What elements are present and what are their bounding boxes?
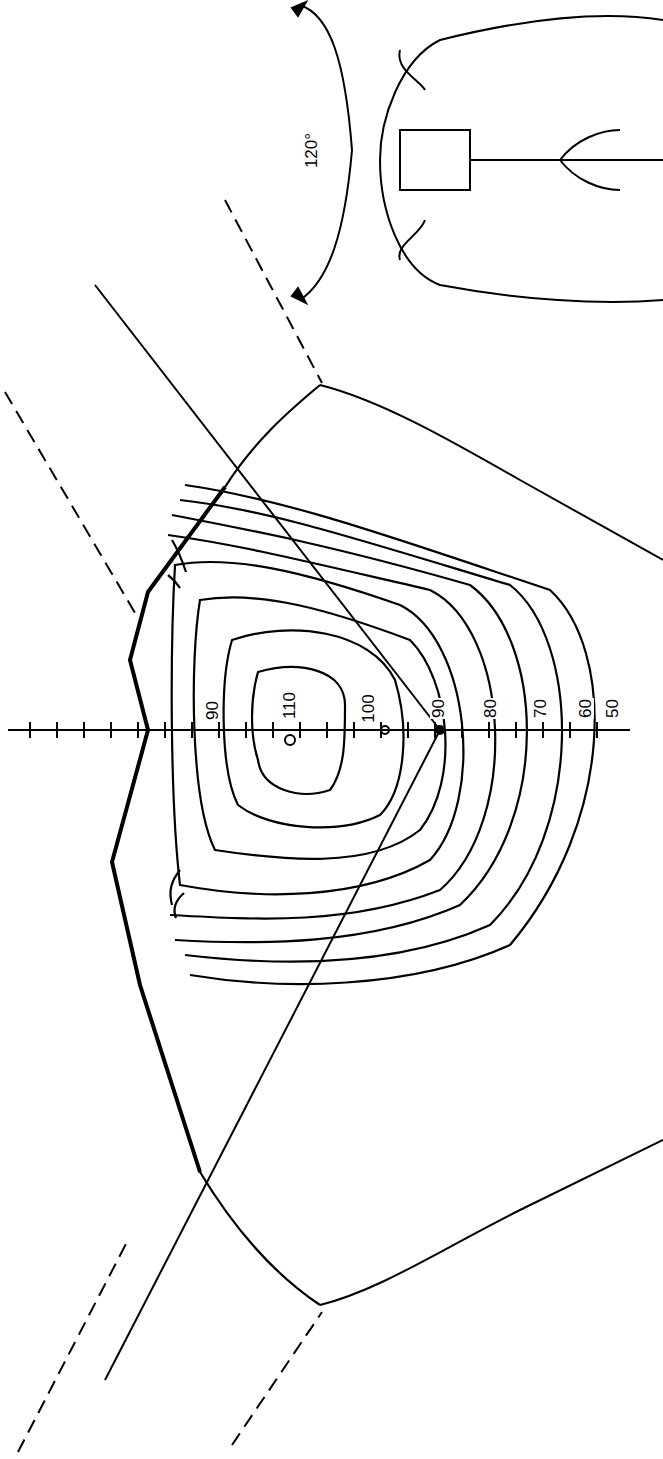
field-box — [400, 130, 470, 190]
axis-tick — [596, 722, 598, 738]
isodose-value: 70 — [531, 698, 548, 719]
axis-tick — [569, 722, 571, 738]
axis-tick — [407, 722, 409, 738]
axis-tick — [83, 722, 85, 738]
beam-edges — [5, 200, 322, 1452]
max-dose-marker — [285, 735, 295, 745]
angle-label: 120° — [303, 131, 320, 168]
axis-tick — [137, 722, 139, 738]
body-contour-upper — [320, 385, 663, 560]
axis-tick — [353, 722, 355, 738]
axis-tick — [218, 722, 220, 738]
axis-tick — [299, 722, 301, 738]
axis-tick — [110, 722, 112, 738]
axis-tick — [245, 722, 247, 738]
axis-ticks — [30, 722, 597, 745]
isodose-value: 100 — [360, 693, 377, 723]
isocenter — [436, 726, 444, 734]
reference-marker — [381, 726, 389, 734]
axis-tick — [56, 722, 58, 738]
isodose-value: 60 — [576, 698, 593, 719]
isodose-value: 80 — [481, 698, 498, 719]
axis-tick — [191, 722, 193, 738]
beam-axis — [105, 730, 440, 1380]
patient-outline — [380, 16, 663, 302]
axis-tick — [272, 722, 274, 738]
spine — [470, 130, 663, 190]
axis-tick — [29, 722, 31, 738]
patient-outline — [399, 50, 425, 260]
isodose-value: 110 — [281, 690, 298, 719]
isodose-value: 50 — [603, 698, 620, 719]
axis-tick — [515, 722, 517, 738]
isodose-curves — [168, 485, 595, 984]
arrow-arc — [300, 5, 352, 300]
axis-tick — [488, 722, 490, 738]
axis-tick — [164, 722, 166, 738]
body-contour-lower — [320, 1140, 663, 1305]
axis-tick — [542, 722, 544, 738]
central-axis — [8, 729, 630, 731]
beam-axis — [95, 285, 440, 730]
isodose-value: 90 — [203, 700, 220, 721]
isodose-value: 90 — [429, 698, 446, 719]
axis-tick — [326, 722, 328, 738]
